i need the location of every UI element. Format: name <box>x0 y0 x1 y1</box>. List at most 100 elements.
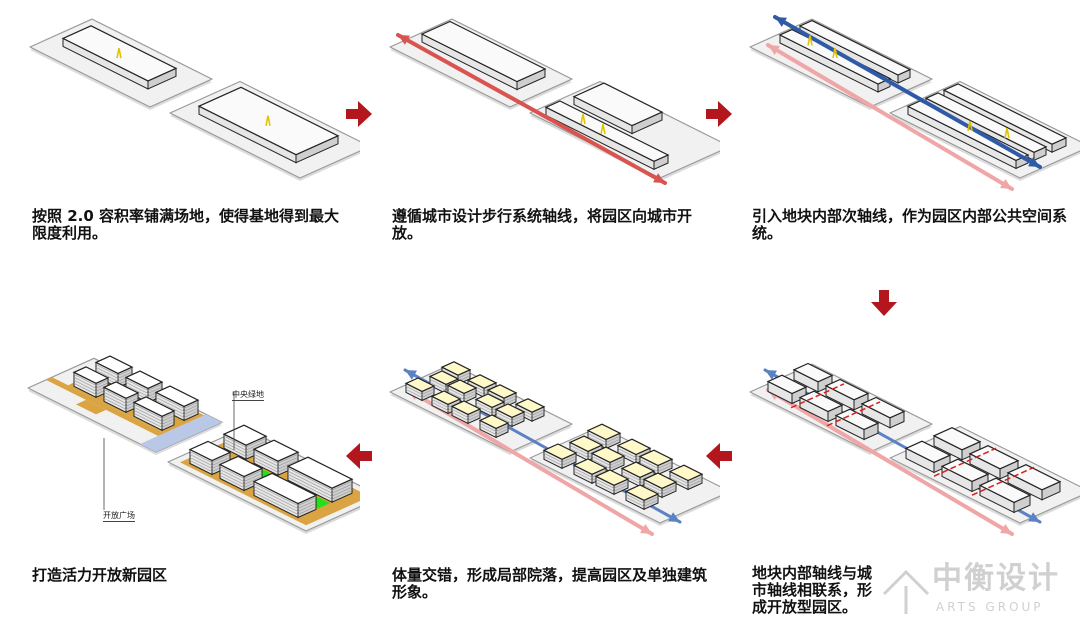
floor-line <box>253 450 299 464</box>
building-roof <box>474 393 506 409</box>
central-green-label: 中央绿地 <box>232 390 264 401</box>
floor-line <box>73 374 109 386</box>
floor-line <box>591 456 625 466</box>
secondary-axis-arrow <box>773 15 1042 169</box>
floor-line <box>253 486 317 509</box>
floor-line <box>447 391 477 400</box>
secondary-axis-arrow-head <box>765 370 777 380</box>
building-roof <box>568 435 604 453</box>
open-plaza <box>76 399 106 415</box>
floor-line <box>95 367 133 379</box>
building-roof <box>222 424 268 446</box>
floor-line <box>253 453 299 467</box>
city-axis-arrow-head <box>1000 524 1012 534</box>
floor-line <box>125 382 163 394</box>
building-roof <box>94 355 134 375</box>
up-arrow-icon <box>580 113 586 125</box>
floor-line <box>155 394 199 409</box>
floor-line <box>405 389 435 398</box>
floor-line <box>223 438 267 451</box>
building-roof <box>154 385 200 408</box>
floor-line <box>253 492 317 515</box>
building-roof <box>968 445 1020 470</box>
floor-line <box>287 470 353 494</box>
building-roof <box>478 414 510 430</box>
building-roof <box>904 440 952 464</box>
floor-line <box>543 456 577 466</box>
building-roof <box>494 403 526 419</box>
floor-line <box>573 468 607 478</box>
building-roof <box>834 408 880 431</box>
floor-line <box>543 453 577 463</box>
floor-line <box>569 445 603 455</box>
building-roof <box>218 455 264 478</box>
floor-line <box>451 409 481 418</box>
floor-line <box>595 479 629 489</box>
building-roof <box>620 461 656 479</box>
floor-line <box>467 382 497 392</box>
building-roof <box>428 370 460 386</box>
building-roof <box>572 458 608 475</box>
floor-line <box>479 426 509 435</box>
watermark-en: ARTS GROUP <box>936 600 1044 614</box>
water-area <box>140 414 222 452</box>
floor-line <box>103 392 139 404</box>
secondary-axis-arrow-head <box>775 17 787 27</box>
floor-line <box>515 406 545 416</box>
building-roof <box>766 374 808 395</box>
floor-line <box>441 369 471 379</box>
chevron-arrow-icon <box>346 101 372 127</box>
floor-line <box>431 399 461 408</box>
building-roof <box>616 438 652 456</box>
building-roof <box>124 370 164 390</box>
step-3-caption: 引入地块内部次轴线，作为园区内部公共空间系统。 <box>752 207 1068 242</box>
diagram-step-3 <box>740 5 1080 205</box>
open-plaza-label: 开放广场 <box>103 511 135 522</box>
floor-line <box>133 404 175 419</box>
floor-line <box>591 459 625 469</box>
secondary-axis-arrow-head <box>405 370 417 380</box>
building-roof <box>792 362 834 383</box>
floor-line <box>103 389 139 401</box>
building-roof <box>132 396 176 417</box>
floor-line <box>253 483 317 506</box>
floor-line <box>219 472 263 485</box>
building-roof <box>590 446 626 464</box>
up-arrow-icon <box>807 35 813 46</box>
building-roof <box>798 19 912 76</box>
floor-line <box>479 423 509 432</box>
floor-line <box>405 386 435 395</box>
floor-line <box>287 473 353 497</box>
building-roof <box>404 377 436 393</box>
floor-line <box>189 454 231 466</box>
floor-line <box>595 482 629 492</box>
floor-line <box>643 482 677 492</box>
building-roof <box>514 398 546 413</box>
floor-line <box>669 474 703 484</box>
diagram-step-1 <box>20 5 360 205</box>
floor-line <box>587 433 621 443</box>
step-5-caption: 体量交错，形成局部院落，提高园区及单独建筑形象。 <box>392 566 708 601</box>
up-arrow-icon <box>116 47 122 59</box>
building-roof <box>252 472 318 505</box>
building-roof <box>594 469 630 486</box>
chevron-arrow-icon <box>871 290 897 316</box>
building-roof <box>466 374 498 389</box>
up-arrow-icon <box>265 115 271 126</box>
floor-line <box>219 469 263 482</box>
building-roof <box>668 464 704 482</box>
building-roof <box>446 379 478 395</box>
city-axis-arrow-head <box>1000 179 1012 189</box>
building-roof <box>798 390 844 413</box>
diagram-step-5 <box>380 350 720 550</box>
floor-line <box>625 497 659 507</box>
floor-line <box>95 364 133 376</box>
building-roof <box>824 378 870 401</box>
step-1-caption: 按照 2.0 容积率铺满场地，使得基地得到最大限度利用。 <box>32 207 340 242</box>
building-roof <box>1006 464 1062 491</box>
city-axis-arrow <box>766 388 1014 536</box>
house-logo-icon <box>882 569 930 614</box>
inner-axis-line <box>971 466 1035 496</box>
up-arrow-icon <box>600 123 606 135</box>
inner-axis-line <box>826 401 881 427</box>
